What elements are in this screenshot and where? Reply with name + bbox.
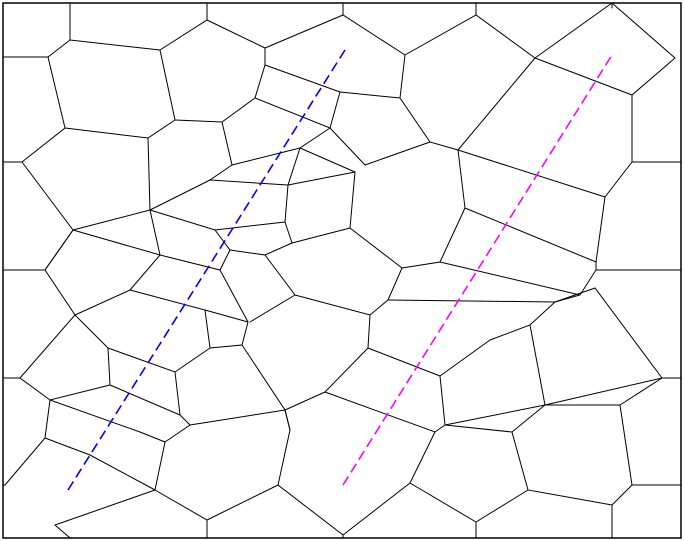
- cell-edge: [284, 409, 291, 431]
- cell-edge: [324, 314, 371, 393]
- cell-edge: [534, 2, 676, 96]
- cell-edge: [489, 301, 556, 341]
- cell-edge: [174, 371, 191, 426]
- cell-edge: [457, 149, 466, 209]
- cell-edge: [21, 56, 66, 163]
- cell-edge: [72, 137, 151, 231]
- cell-edge: [264, 242, 293, 256]
- cell-edge: [264, 47, 341, 93]
- cell-edge: [294, 294, 389, 316]
- cell-edge: [264, 14, 406, 56]
- cell-edge: [444, 424, 513, 433]
- cell-edge: [174, 97, 256, 123]
- cell-edge: [387, 299, 556, 303]
- cell-edge: [74, 289, 131, 316]
- cell-edge: [439, 339, 491, 377]
- cell-edge: [457, 149, 606, 198]
- cell-edge: [444, 404, 546, 426]
- cell-edge: [72, 229, 161, 256]
- cell-edge: [367, 347, 441, 377]
- cell-edge: [159, 249, 231, 271]
- cell-edge: [241, 344, 291, 431]
- path-b-line: [342, 54, 613, 486]
- cell-edge: [107, 347, 211, 373]
- cell-edge: [154, 484, 279, 521]
- cell-edge: [287, 171, 356, 186]
- cell-edge: [439, 261, 581, 296]
- cell-edge: [439, 375, 446, 426]
- cell-edge: [475, 489, 529, 523]
- cell-edge: [329, 127, 431, 166]
- cell-edge: [554, 269, 597, 303]
- cell-edge: [149, 179, 211, 211]
- cell-edge: [208, 164, 289, 186]
- cell-edge: [54, 424, 191, 526]
- cell-edge: [21, 161, 74, 271]
- cell-edge: [401, 207, 466, 269]
- cell-edge: [339, 54, 406, 99]
- cell-edge: [604, 161, 633, 198]
- cell-edge: [544, 404, 633, 486]
- cell-edge: [595, 196, 606, 271]
- cell-edge: [214, 229, 266, 256]
- cell-edge: [129, 289, 211, 349]
- cell-edge: [349, 227, 403, 269]
- cell-edge: [159, 19, 266, 51]
- cell-edge: [329, 91, 341, 129]
- cell-edge: [19, 229, 76, 379]
- cell-edge: [74, 314, 111, 386]
- cell-edge: [287, 147, 301, 186]
- cell-edge: [611, 484, 633, 506]
- cell-edge: [47, 39, 161, 58]
- cell-edge: [511, 404, 613, 506]
- cell-edge: [277, 429, 411, 536]
- cell-edge: [109, 384, 181, 416]
- cell-edge: [284, 391, 326, 411]
- cell-edge: [284, 184, 351, 244]
- cell-edge: [404, 14, 536, 59]
- cell-edge: [209, 321, 249, 349]
- cell-edge: [19, 377, 111, 401]
- cell-edge: [324, 391, 446, 433]
- cell-edge: [349, 171, 356, 229]
- cell-edge: [619, 377, 663, 406]
- cell-edge: [254, 64, 331, 129]
- cell-edge: [457, 57, 536, 151]
- cell-edge: [54, 524, 71, 539]
- cell-edge: [129, 209, 161, 291]
- cell-edge: [387, 267, 403, 301]
- cell-edge: [249, 254, 296, 323]
- cell-edge: [219, 269, 249, 323]
- cell-edge: [189, 409, 286, 426]
- cell-edge: [44, 437, 156, 491]
- cell-edge: [464, 207, 597, 263]
- cell-edge: [204, 309, 249, 323]
- cell-edge: [409, 482, 477, 523]
- cell-edge: [554, 287, 663, 379]
- cell-edge: [298, 127, 356, 173]
- cell-edge: [49, 399, 166, 443]
- path-a-line: [67, 49, 346, 491]
- cell-edge: [159, 49, 176, 121]
- cell-edge: [409, 431, 436, 484]
- cell-edge: [221, 121, 301, 166]
- cell-edge: [529, 324, 663, 406]
- cell-edge: [4, 399, 51, 486]
- cell-edge: [149, 209, 286, 231]
- cell-edge: [64, 119, 176, 139]
